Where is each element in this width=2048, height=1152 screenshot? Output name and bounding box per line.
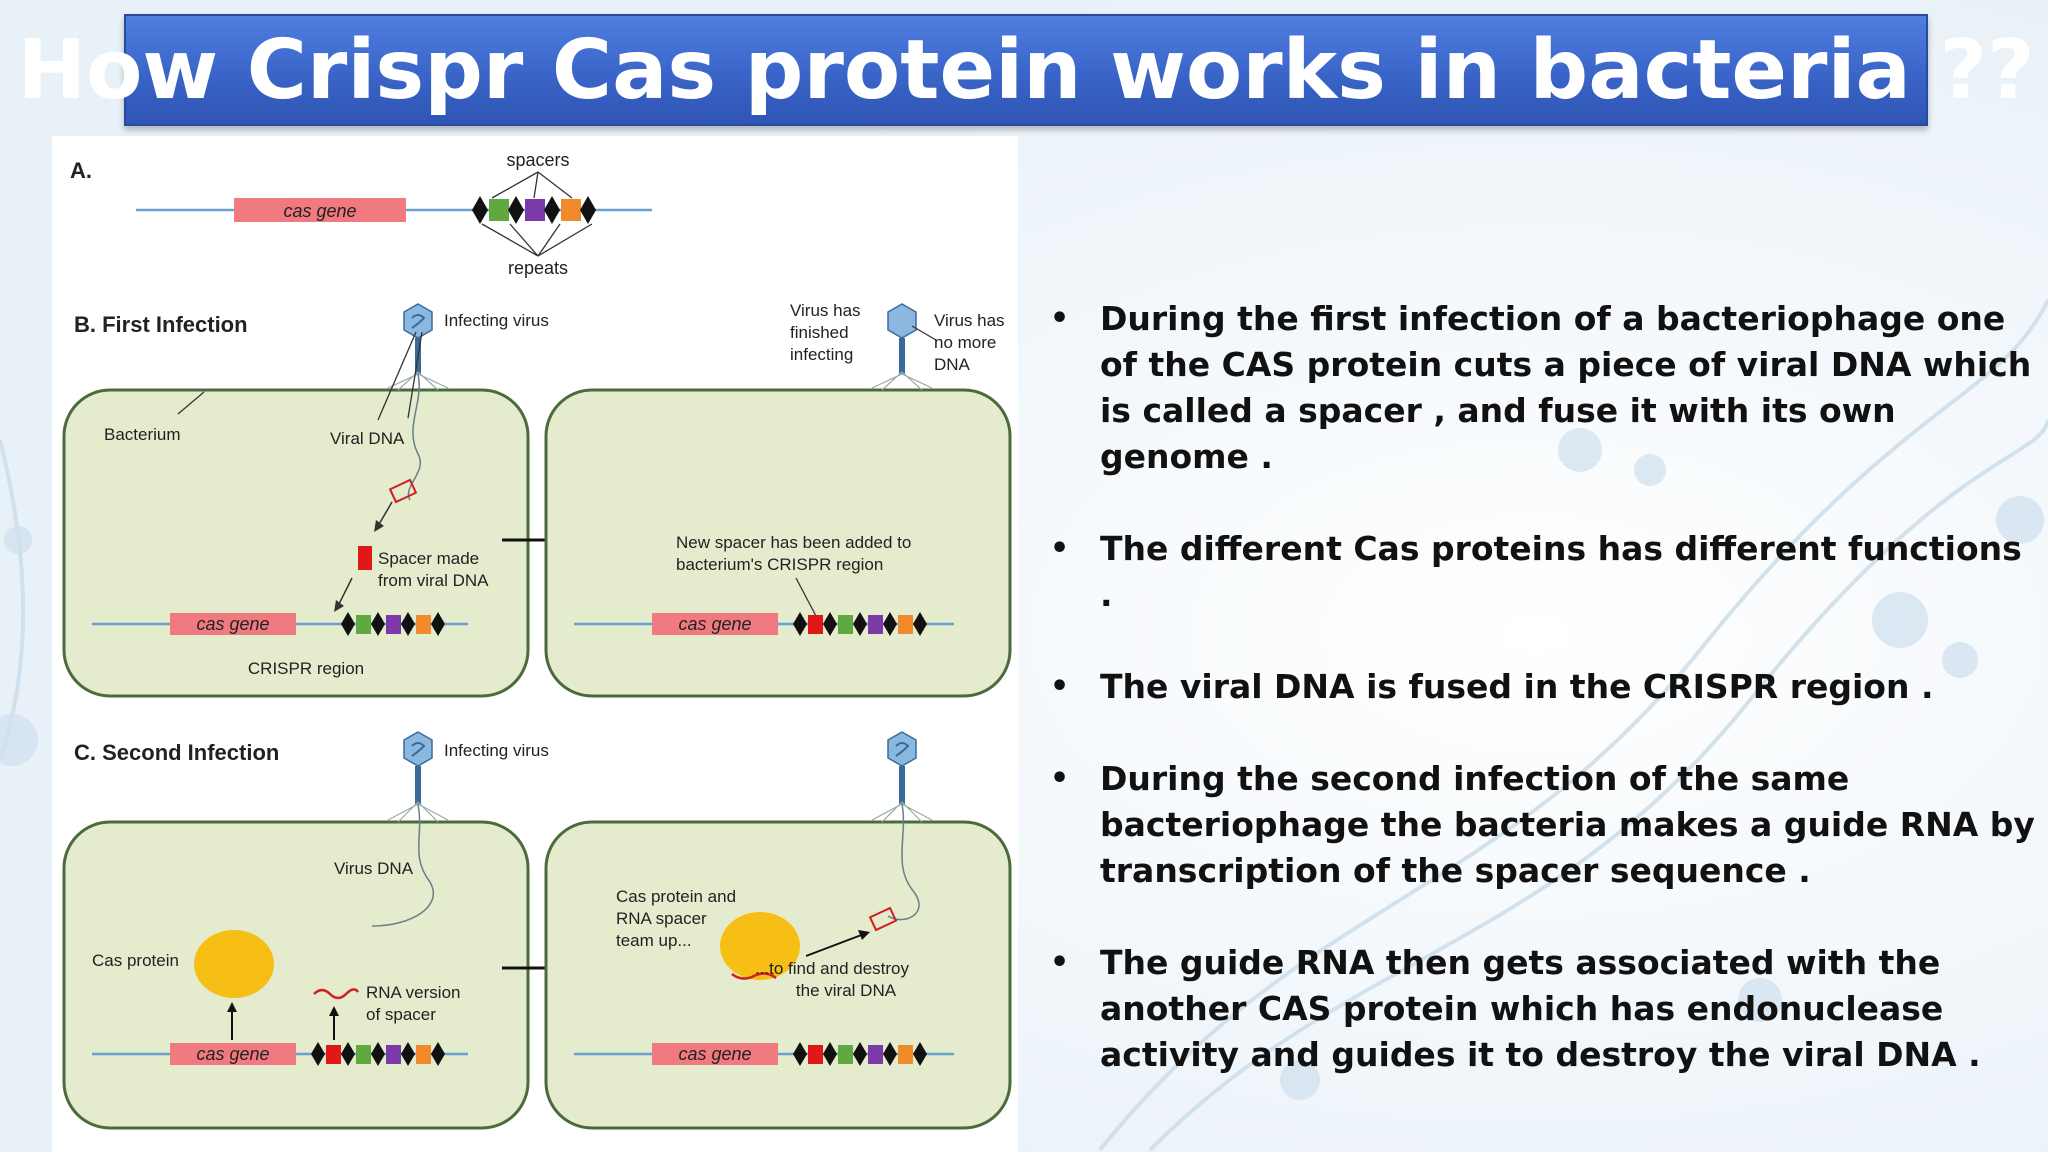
panel-a-letter: A. xyxy=(70,158,92,183)
spacer-purple xyxy=(525,199,545,221)
virus-icon xyxy=(871,731,933,823)
panel-c: C. Second Infection Infecting virus Viru… xyxy=(62,731,1012,1130)
title-banner: How Crispr Cas protein works in bacteria… xyxy=(17,14,2035,126)
team-up-label-3: team up... xyxy=(616,931,692,950)
cas-gene-label-c-right: cas gene xyxy=(678,1044,751,1064)
panel-a-repeats-label: repeats xyxy=(508,258,568,278)
virus-icon xyxy=(387,731,449,823)
virus-finished-label-2: finished xyxy=(790,323,849,342)
viral-dna-cut-site xyxy=(388,478,418,504)
bullet-item: • The guide RNA then gets associated with… xyxy=(1050,940,2040,1078)
bullet-dot-icon: • xyxy=(1050,669,1070,704)
virus-dna-label: Virus DNA xyxy=(334,859,414,878)
cas-protein-shape xyxy=(194,930,274,998)
spacer-made-label-1: Spacer made xyxy=(378,549,479,568)
crispr-array-b-right xyxy=(793,612,927,636)
cas-gene-label-b-right: cas gene xyxy=(678,614,751,634)
virus-no-dna-label-1: Virus has xyxy=(934,311,1005,330)
bullet-dot-icon: • xyxy=(1050,301,1070,336)
bullet-text: The different Cas proteins has different… xyxy=(1100,529,2022,614)
bullet-dot-icon: • xyxy=(1050,945,1070,980)
crispr-diagram-panel: A. cas gene spacers repeats B. First Inf… xyxy=(52,136,1018,1152)
bullet-dot-icon: • xyxy=(1050,531,1070,566)
rna-version-label-2: of spacer xyxy=(366,1005,436,1024)
spacer-green xyxy=(489,199,509,221)
virus-finished-label-3: infecting xyxy=(790,345,853,364)
cas-gene-box-b-left xyxy=(170,613,296,635)
panel-b-heading: B. First Infection xyxy=(74,312,248,337)
viral-dna-label: Viral DNA xyxy=(330,429,405,448)
spacer-orange xyxy=(561,199,581,221)
bullet-item: • The viral DNA is fused in the CRISPR re… xyxy=(1050,664,2040,710)
bacterium-label: Bacterium xyxy=(104,425,181,444)
bullet-text: The guide RNA then gets associated with … xyxy=(1100,943,1981,1074)
viral-dna-target-site xyxy=(868,906,898,932)
cas-gene-box-c-right xyxy=(652,1043,778,1065)
crispr-region-label: CRISPR region xyxy=(248,659,364,678)
virus-no-dna-label-3: DNA xyxy=(934,355,971,374)
crispr-array-c-right xyxy=(793,1042,927,1066)
virus-finished-label-1: Virus has xyxy=(790,301,861,320)
panel-a-cas-gene-box xyxy=(234,198,406,222)
panel-a-cas-gene-label: cas gene xyxy=(283,201,356,221)
slide-title: How Crispr Cas protein works in bacteria… xyxy=(17,22,2035,118)
virus-no-dna-label-2: no more xyxy=(934,333,996,352)
crispr-diagram: A. cas gene spacers repeats B. First Inf… xyxy=(62,150,1012,1130)
cas-gene-box-b-right xyxy=(652,613,778,635)
bullet-item: • During the second infection of the same… xyxy=(1050,756,2040,894)
bullet-text: During the second infection of the same … xyxy=(1100,759,2035,890)
repeat-diamond xyxy=(472,196,488,224)
bullet-item: • During the first infection of a bacteri… xyxy=(1050,296,2040,480)
explanation-bullet-list: • During the first infection of a bacteri… xyxy=(1050,296,2040,1124)
panel-b: B. First Infection Infecting virus Bacte… xyxy=(62,301,1012,698)
cas-gene-label-b-left: cas gene xyxy=(196,614,269,634)
bullet-dot-icon: • xyxy=(1050,761,1070,796)
cas-protein-label: Cas protein xyxy=(92,951,179,970)
crispr-array-b-left xyxy=(341,612,445,636)
find-destroy-label-1: ...to find and destroy xyxy=(755,959,910,978)
rna-version-label-1: RNA version xyxy=(366,983,460,1002)
team-up-label-2: RNA spacer xyxy=(616,909,707,928)
panel-c-heading: C. Second Infection xyxy=(74,740,279,765)
cas-gene-box-c-left xyxy=(170,1043,296,1065)
find-destroy-label-2: the viral DNA xyxy=(796,981,897,1000)
panel-c-infecting-virus-label: Infecting virus xyxy=(444,741,549,760)
new-spacer-added-label-1: New spacer has been added to xyxy=(676,533,911,552)
panel-a: A. cas gene spacers repeats xyxy=(70,150,652,278)
empty-virus-icon xyxy=(871,303,933,391)
bacterium-cell-c-left xyxy=(62,820,530,1130)
team-up-label-1: Cas protein and xyxy=(616,887,736,906)
bullet-text: During the first infection of a bacterio… xyxy=(1100,299,2032,476)
bullet-item: • The different Cas proteins has differen… xyxy=(1050,526,2040,618)
panel-a-spacers-label: spacers xyxy=(506,150,569,170)
new-spacer-added-label-2: bacterium's CRISPR region xyxy=(676,555,883,574)
crispr-array-c-left xyxy=(311,1042,445,1066)
bullet-text: The viral DNA is fused in the CRISPR reg… xyxy=(1100,667,1934,706)
cas-gene-label-c-left: cas gene xyxy=(196,1044,269,1064)
repeat-diamond xyxy=(544,196,560,224)
new-spacer-red xyxy=(358,546,372,570)
panel-b-infecting-virus-label: Infecting virus xyxy=(444,311,549,330)
repeat-diamond xyxy=(508,196,524,224)
spacer-made-label-2: from viral DNA xyxy=(378,571,489,590)
cas-rna-complex xyxy=(720,912,800,980)
repeat-diamond xyxy=(580,196,596,224)
rna-spacer-squiggle xyxy=(313,988,360,1000)
